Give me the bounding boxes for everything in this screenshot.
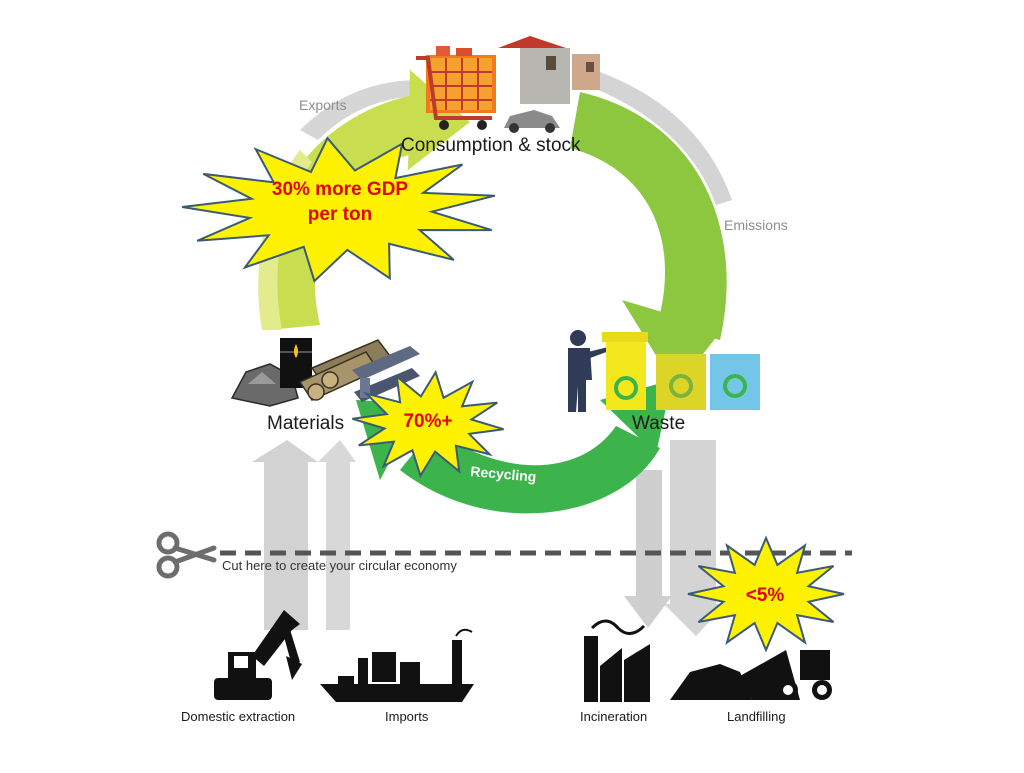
incineration-label: Incineration — [580, 709, 648, 724]
materials-label: Materials — [267, 413, 345, 434]
bulldozer-icon — [670, 650, 832, 700]
car-icon — [504, 110, 560, 133]
imports-flow-arrow — [318, 440, 356, 630]
consumption-to-waste-arrowhead — [622, 300, 722, 388]
exports-flow — [300, 80, 420, 140]
house-icon — [498, 36, 600, 104]
landfilling-flow-arrow — [664, 440, 726, 636]
scissors-icon — [156, 531, 217, 579]
incineration-flow-arrow — [624, 470, 672, 628]
recycling-bin-icon-yellow-1 — [602, 332, 648, 410]
landfilling-label: Landfilling — [727, 709, 786, 724]
cut-line-label: Cut here to create your circular economy — [222, 558, 457, 573]
recycling-bin-icon-blue — [710, 354, 760, 410]
recycling-rate-starburst — [352, 369, 504, 479]
factory-icon — [584, 619, 650, 702]
cargo-ship-icon — [320, 628, 474, 702]
waste-label: Waste — [632, 413, 686, 434]
recycling-label: Recycling — [470, 463, 537, 485]
shopping-cart-icon — [416, 46, 496, 130]
recycling-bin-icon-yellow-2 — [656, 354, 706, 410]
emissions-label: Emissions — [724, 217, 788, 233]
consumption-stock-label: Consumption & stock — [401, 135, 581, 156]
imports-label: Imports — [385, 709, 429, 724]
landfill-rate-starburst — [687, 535, 845, 653]
gdp-burst-line-1: 30% more GDP — [271, 179, 409, 200]
domestic-extraction-flow-arrow — [252, 440, 318, 630]
domestic-extraction-label: Domestic extraction — [181, 709, 296, 724]
gdp-burst-text: 30% more GDP per ton — [250, 178, 430, 227]
emissions-flow — [594, 72, 732, 205]
exports-label: Exports — [299, 97, 347, 113]
gdp-starburst — [181, 136, 496, 283]
gdp-burst-line-2: per ton — [307, 203, 373, 225]
landfill-rate-text: <5% — [745, 585, 785, 606]
excavator-icon — [214, 610, 302, 700]
consumption-to-waste-arc — [570, 92, 727, 340]
logs-icon — [298, 339, 392, 401]
exports-ribbon — [258, 150, 312, 330]
steel-beam-icon — [352, 346, 420, 402]
recycling-rate-text: 70%+ — [403, 411, 453, 432]
